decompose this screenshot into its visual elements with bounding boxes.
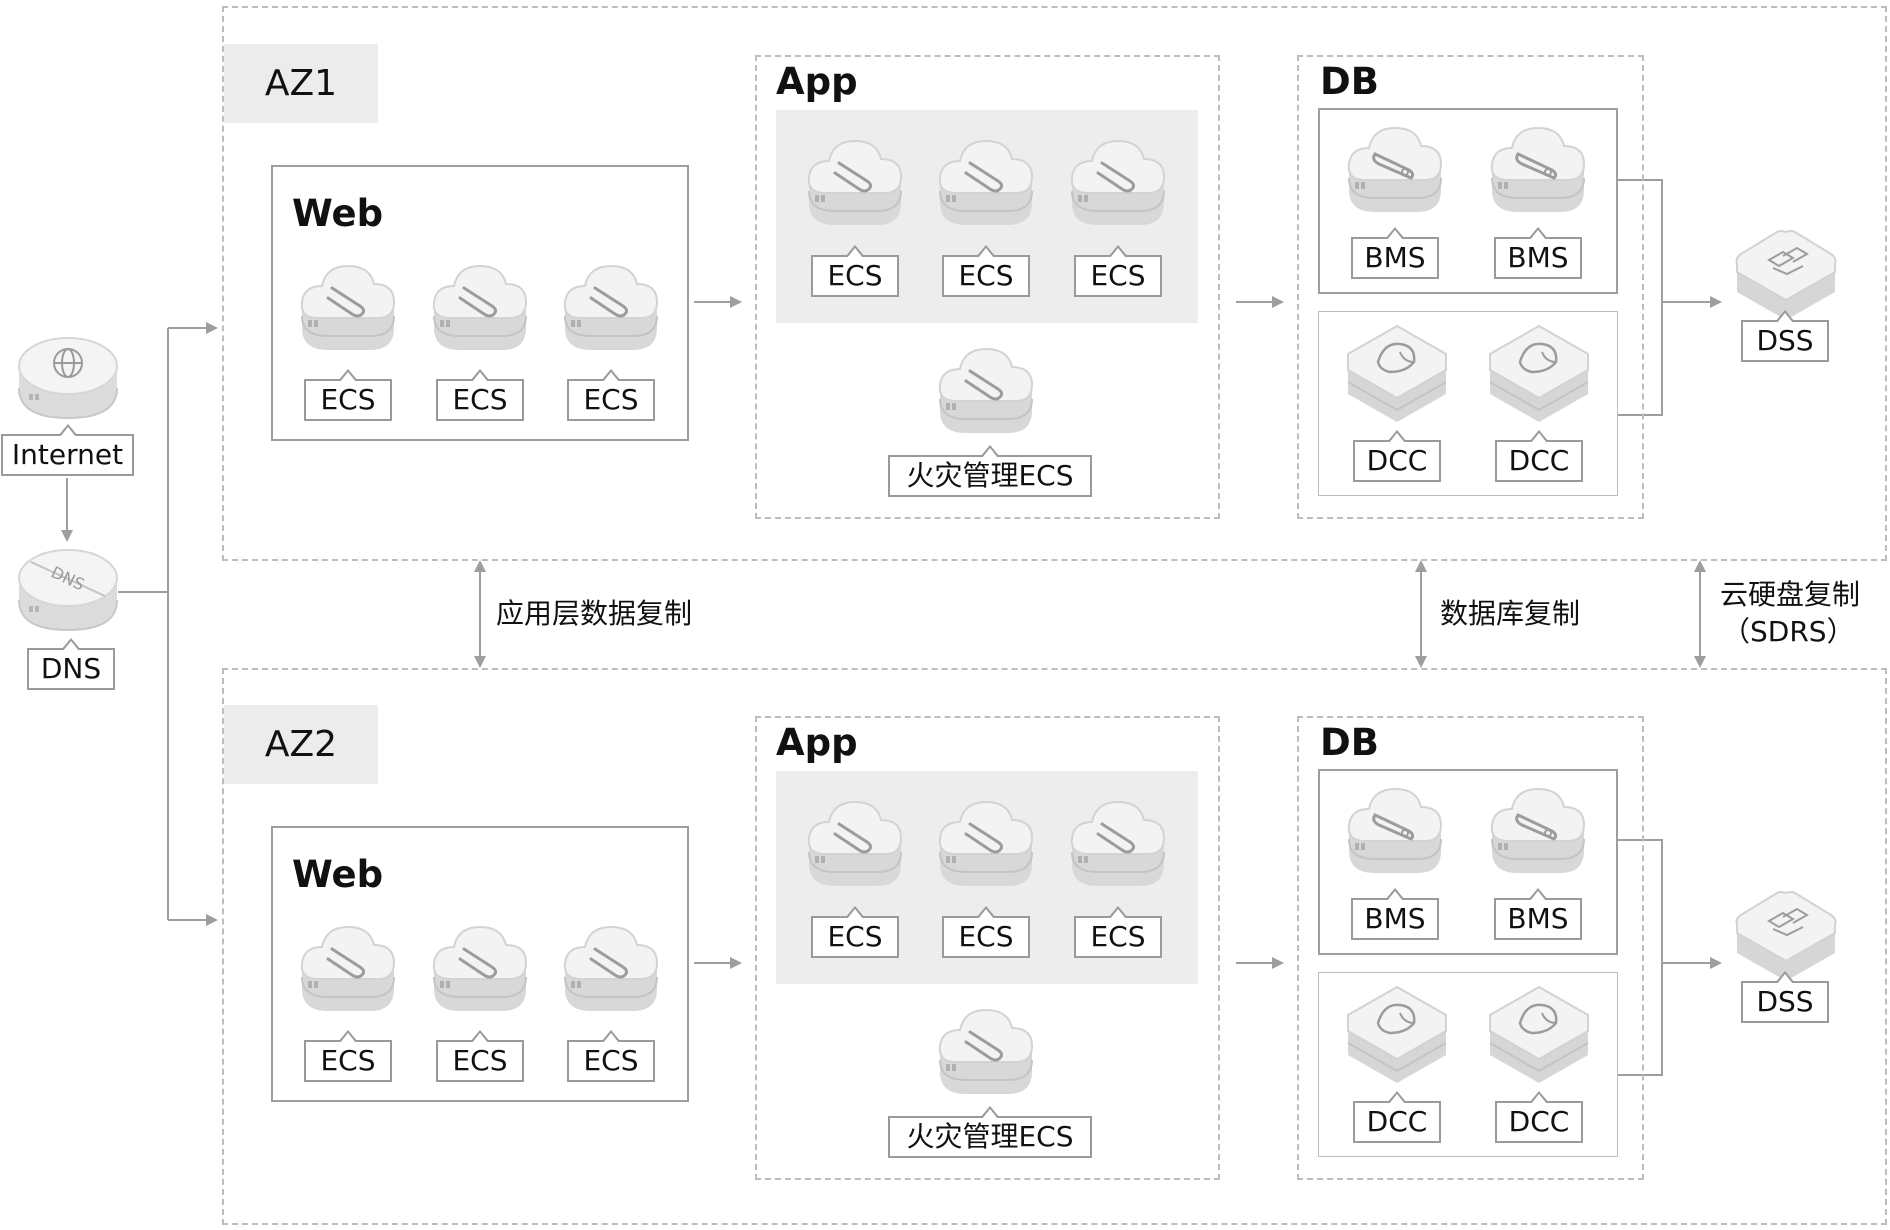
az2-app-title: App bbox=[776, 721, 858, 764]
az1-app-dr-ecs-label: 火灾管理ECS bbox=[888, 445, 1092, 497]
az2-web-title: Web bbox=[292, 853, 384, 896]
az1-dcc-label-2: DCC bbox=[1495, 430, 1583, 482]
az2-app-ecs-label-2: ECS bbox=[942, 906, 1030, 958]
az1-web-title: Web bbox=[292, 192, 384, 235]
az1-dcc-icon-2 bbox=[1486, 322, 1592, 432]
bracket-az2-db-dss bbox=[1618, 839, 1720, 1076]
dns-label: DNS bbox=[27, 638, 115, 690]
az2-bms-label-1: BMS bbox=[1351, 888, 1439, 940]
az1-web-ecs-label-1: ECS bbox=[304, 369, 392, 421]
az2-app-ecs-label-3: ECS bbox=[1074, 906, 1162, 958]
az2-web-ecs-label-3: ECS bbox=[567, 1030, 655, 1082]
az2-zone bbox=[222, 668, 1887, 1225]
az1-app-ecs-label-3: ECS bbox=[1074, 245, 1162, 297]
az1-app-ecs-label-1: ECS bbox=[811, 245, 899, 297]
az1-app-tier bbox=[755, 55, 1220, 519]
az2-dcc-label-1: DCC bbox=[1353, 1091, 1441, 1143]
az1-bms-icon-1 bbox=[1345, 120, 1445, 224]
az1-db-title: DB bbox=[1320, 60, 1379, 103]
az2-web-ecs-icon-1 bbox=[298, 919, 398, 1023]
az2-bms-label-2: BMS bbox=[1494, 888, 1582, 940]
az1-zone bbox=[222, 6, 1887, 561]
az1-dss-icon bbox=[1733, 226, 1839, 330]
disk-replication-label-2: （SDRS） bbox=[1722, 615, 1855, 648]
az1-bms-icon-2 bbox=[1488, 120, 1588, 224]
az1-bms-label-1: BMS bbox=[1351, 227, 1439, 279]
disk-replication-label-1: 云硬盘复制 bbox=[1720, 578, 1861, 611]
az2-db-title: DB bbox=[1320, 721, 1379, 764]
az2-dcc-label-2: DCC bbox=[1495, 1091, 1583, 1143]
az2-app-dr-ecs-icon bbox=[936, 1002, 1036, 1106]
az1-app-title: App bbox=[776, 60, 858, 103]
az1-dcc-label-1: DCC bbox=[1353, 430, 1441, 482]
az2-dss-icon bbox=[1733, 887, 1839, 991]
az1-web-ecs-icon-3 bbox=[561, 258, 661, 362]
az1-app-dr-ecs-icon bbox=[936, 341, 1036, 445]
db-replication-label: 数据库复制 bbox=[1440, 597, 1581, 630]
az1-web-ecs-icon-2 bbox=[430, 258, 530, 362]
az2-dcc-icon-2 bbox=[1486, 983, 1592, 1093]
az2-bms-icon-1 bbox=[1345, 781, 1445, 885]
az2-web-ecs-icon-3 bbox=[561, 919, 661, 1023]
az1-web-ecs-icon-1 bbox=[298, 258, 398, 362]
bracket-az1-db-dss bbox=[1618, 179, 1720, 416]
internet-globe-icon bbox=[18, 337, 118, 420]
az2-label: AZ2 bbox=[224, 705, 378, 784]
az1-dcc-icon-1 bbox=[1344, 322, 1450, 432]
az2-app-ecs-icon-1 bbox=[805, 794, 905, 898]
dns-icon: DNS bbox=[18, 549, 118, 632]
az2-dcc-icon-1 bbox=[1344, 983, 1450, 1093]
az1-app-ecs-icon-3 bbox=[1068, 133, 1168, 237]
az2-web-ecs-label-1: ECS bbox=[304, 1030, 392, 1082]
az1-dss-label: DSS bbox=[1741, 310, 1829, 362]
az1-app-ecs-label-2: ECS bbox=[942, 245, 1030, 297]
app-replication-label: 应用层数据复制 bbox=[496, 597, 693, 630]
az2-app-ecs-icon-3 bbox=[1068, 794, 1168, 898]
az2-db-tier bbox=[1297, 716, 1644, 1180]
az1-web-ecs-label-3: ECS bbox=[567, 369, 655, 421]
internet-label: Internet bbox=[1, 424, 134, 476]
az1-app-ecs-icon-2 bbox=[936, 133, 1036, 237]
line-dns-trunk bbox=[118, 328, 169, 920]
az1-web-ecs-label-2: ECS bbox=[436, 369, 524, 421]
az1-app-ecs-icon-1 bbox=[805, 133, 905, 237]
az1-bms-label-2: BMS bbox=[1494, 227, 1582, 279]
az2-app-ecs-icon-2 bbox=[936, 794, 1036, 898]
az1-label: AZ1 bbox=[224, 44, 378, 123]
az1-db-tier bbox=[1297, 55, 1644, 519]
az2-web-ecs-icon-2 bbox=[430, 919, 530, 1023]
az2-web-ecs-label-2: ECS bbox=[436, 1030, 524, 1082]
az2-dss-label: DSS bbox=[1741, 971, 1829, 1023]
az2-app-tier bbox=[755, 716, 1220, 1180]
az2-bms-icon-2 bbox=[1488, 781, 1588, 885]
az2-app-dr-ecs-label: 火灾管理ECS bbox=[888, 1106, 1092, 1158]
az2-app-ecs-label-1: ECS bbox=[811, 906, 899, 958]
